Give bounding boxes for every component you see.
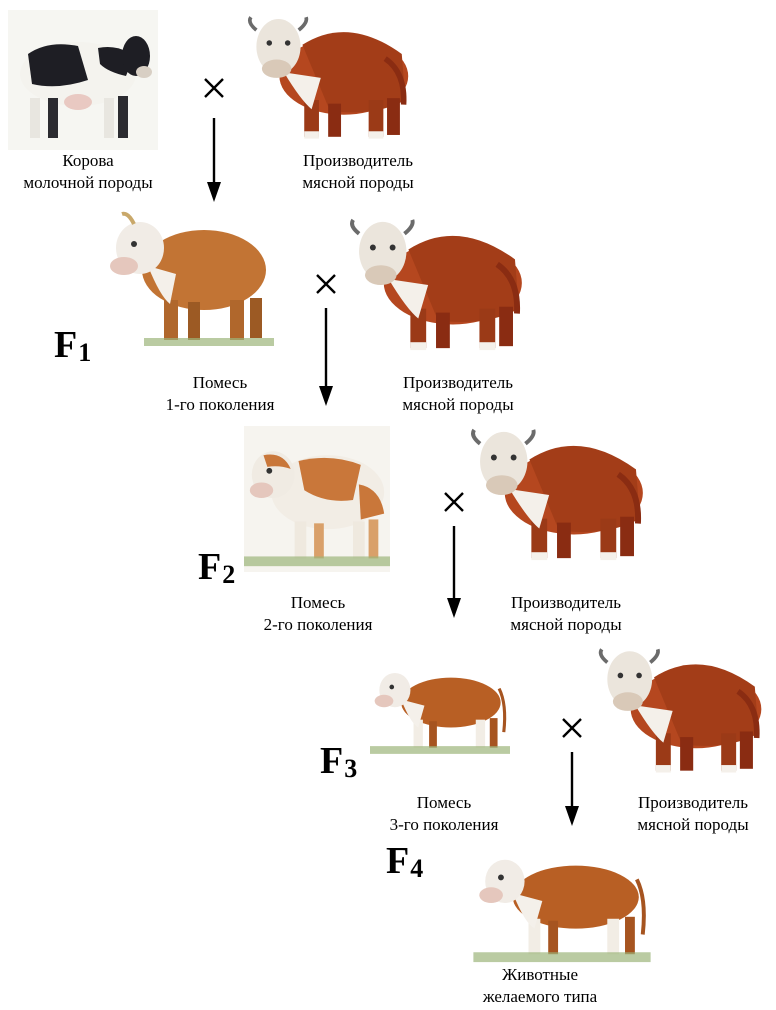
dairy-cow-image (8, 10, 158, 150)
cross-icon (560, 716, 584, 740)
beef-sire-image (348, 210, 528, 358)
beef-sire-image (240, 8, 420, 146)
generation-label-f1: F1 (54, 326, 91, 372)
beef-sire-image (470, 420, 648, 568)
generation-label-f2: F2 (198, 548, 235, 594)
generation-label-f3: F3 (320, 742, 357, 788)
caption-cross-f2: Помесь 2-го поколения (228, 592, 408, 636)
crossbreed-f1-image (104, 196, 274, 354)
caption-sire-3: Производитель мясной породы (478, 592, 654, 636)
crossbreed-f3-image (370, 640, 510, 776)
final-animal-image (470, 840, 654, 968)
cross-icon (314, 272, 338, 296)
crossbreed-f2-image (244, 420, 390, 578)
arrow-down-icon (444, 526, 464, 618)
arrow-down-icon (204, 118, 224, 202)
arrow-down-icon (316, 308, 336, 406)
caption-sire-1: Производитель мясной породы (270, 150, 446, 194)
cross-icon (442, 490, 466, 514)
caption-cross-f3: Помесь 3-го поколения (354, 792, 534, 836)
beef-sire-image (594, 640, 770, 780)
caption-sire-4: Производитель мясной породы (610, 792, 776, 836)
arrow-down-icon (562, 752, 582, 826)
caption-cross-f1: Помесь 1-го поколения (130, 372, 310, 416)
caption-final: Животные желаемого типа (450, 964, 630, 1008)
generation-label-f4: F4 (386, 842, 423, 888)
caption-dairy-cow: Корова молочной породы (0, 150, 176, 194)
cross-icon (202, 76, 226, 100)
caption-sire-2: Производитель мясной породы (370, 372, 546, 416)
